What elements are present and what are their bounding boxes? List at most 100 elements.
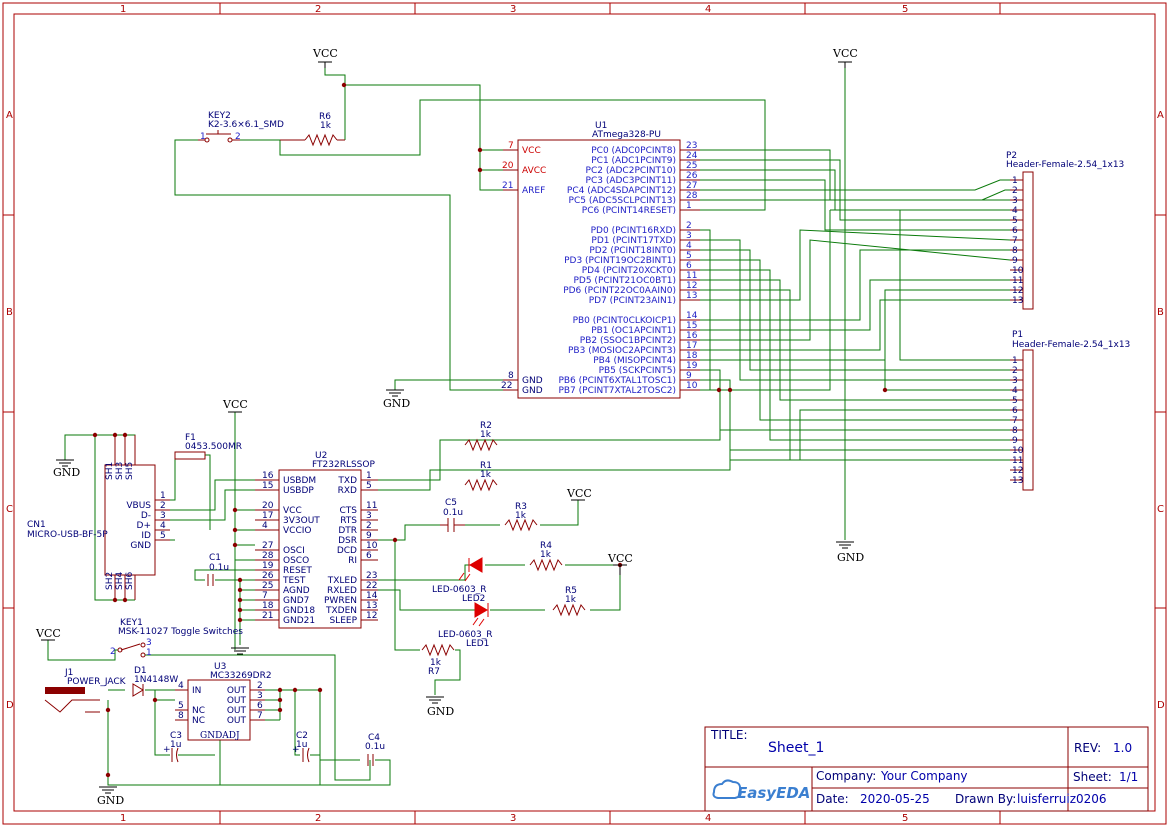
resistor-r4[interactable]: R4 1k <box>529 541 563 572</box>
u1-pin-8-num: 8 <box>508 371 514 381</box>
u3-left-pin-num-4: 4 <box>178 681 184 691</box>
u3-right-pin-num-7: 7 <box>257 711 263 721</box>
diode-d1[interactable]: D1 1N4148W <box>132 666 178 697</box>
capacitor-c1[interactable]: C1 0.1u <box>207 553 229 586</box>
u1-left-pins: 7 VCC 20 AVCC 21 AREF 8 GND 22 GND <box>501 141 546 396</box>
cn1-pin-num-1: 1 <box>160 491 166 501</box>
power-jack-j1[interactable]: J1 POWER_JACK <box>44 668 127 713</box>
resistor-r3[interactable]: R3 1k <box>504 502 538 532</box>
toggle-switch-key1[interactable]: KEY1 MSK-11027 Toggle Switches 2 3 1 <box>110 618 243 658</box>
vcc-label-key1: VCC <box>35 627 61 640</box>
resistor-r2[interactable]: R2 1k <box>464 421 498 452</box>
r1-ref: R1 <box>480 461 492 471</box>
pushbutton-key2[interactable]: KEY2 K2-3.6×6.1_SMD 1 2 <box>198 111 284 143</box>
u1-right-pin-name-12: PD6 (PCINT22OC0AAIN0) <box>563 286 676 296</box>
u2-right-pin-num-5: 5 <box>366 481 372 491</box>
u1-right-pin-num-27: 27 <box>686 181 697 191</box>
row-label-d-left: D <box>6 700 14 711</box>
u2-right-pin-num-10: 10 <box>366 541 378 551</box>
p2-pin-12: 12 <box>1012 286 1023 296</box>
u2-left-pin-num-7: 7 <box>262 591 268 601</box>
key1-pin3: 3 <box>146 638 152 648</box>
p1-ref: P1 <box>1012 330 1023 340</box>
resistor-r1[interactable]: R1 1k <box>464 461 498 492</box>
u1-right-pin-name-1: PC6 (PCINT14RESET) <box>582 206 676 216</box>
resistor-r6[interactable]: R6 1k <box>280 112 345 147</box>
u1-right-pin-num-17: 17 <box>686 341 697 351</box>
key2-pin1: 1 <box>200 132 206 142</box>
u2-right-pin-num-12: 12 <box>366 611 377 621</box>
company-label: Company: <box>816 769 876 783</box>
r5-value: 1k <box>565 595 577 605</box>
col-label-5-top: 5 <box>902 4 908 15</box>
resistor-r5[interactable]: R5 1k <box>552 586 586 617</box>
u2-left-pin-name-15: USBDP <box>283 486 314 496</box>
col-label-4-bottom: 4 <box>705 813 711 824</box>
p2-header[interactable]: P2 Header-Female-2.54_1x13 1234567891011… <box>1006 151 1124 310</box>
vcc-label-r3: VCC <box>566 487 592 500</box>
u2-left-pin-num-15: 15 <box>262 481 273 491</box>
c1-ref: C1 <box>209 553 221 563</box>
fuse-f1[interactable]: F1 0453.500MR <box>174 433 242 460</box>
cn1-sh2: SH2 <box>105 572 115 590</box>
u2-left-pin-name-16: USBDM <box>283 476 316 486</box>
r7-value: 1k <box>430 658 442 668</box>
p1-pin-13: 13 <box>1012 476 1023 486</box>
led-led2[interactable]: LED-0603_R LED2 <box>432 557 487 604</box>
u3-right-pin-name-2: OUT <box>227 686 247 696</box>
u2-left-pin-num-4: 4 <box>262 521 268 531</box>
led2-value: LED-0603_R <box>432 585 487 595</box>
capacitor-c4[interactable]: C4 0.1u <box>365 733 385 766</box>
p2-pin-10: 10 <box>1012 266 1024 276</box>
p2-ref: P2 <box>1006 151 1017 161</box>
u2-left-pin-name-18: GND18 <box>283 606 315 616</box>
u2-right-pin-name-1: TXD <box>337 476 357 486</box>
u3-gndadj: GNDADJ <box>200 731 240 741</box>
u2-right-pin-num-2: 2 <box>366 521 372 531</box>
u1-atmega328[interactable]: U1 ATmega328-PU 7 VCC 20 AVCC 21 AREF 8 … <box>501 121 700 399</box>
d1-ref: D1 <box>134 666 147 676</box>
u2-left-pin-name-28: OSCO <box>283 556 309 566</box>
u2-right-pin-name-11: CTS <box>340 506 358 516</box>
u1-right-pin-num-23: 23 <box>686 141 697 151</box>
u2-left-pin-num-16: 16 <box>262 471 274 481</box>
capacitor-c3[interactable]: + C3 1u <box>163 731 182 763</box>
u1-right-pin-num-16: 16 <box>686 331 698 341</box>
u2-right-pin-num-11: 11 <box>366 501 377 511</box>
company-value: Your Company <box>880 769 968 783</box>
c4-value: 0.1u <box>365 742 385 752</box>
u1-pin-21-num: 21 <box>502 181 513 191</box>
capacitor-c2[interactable]: + C2 1u <box>292 731 310 763</box>
u2-right-pin-name-2: DTR <box>338 526 357 536</box>
gnd-symbol-power: GND <box>97 786 124 807</box>
cn1-pin-name-4: ID <box>141 531 151 541</box>
p1-header[interactable]: P1 Header-Female-2.54_1x13 1234567891011… <box>1010 330 1130 491</box>
u1-right-pin-name-2: PD0 (PCINT16RXD) <box>591 226 676 236</box>
led2-ref: LED2 <box>462 594 485 604</box>
u2-right-pin-name-23: TXLED <box>327 576 357 586</box>
u1-right-pin-num-6: 6 <box>686 261 692 271</box>
capacitor-c5[interactable]: C5 0.1u <box>440 498 465 532</box>
col-label-3-bottom: 3 <box>510 813 516 824</box>
row-label-d-right: D <box>1157 700 1165 711</box>
u1-right-pin-name-11: PD5 (PCINT21OC0BT1) <box>573 276 676 286</box>
u3-right-pin-num-3: 3 <box>257 691 263 701</box>
title-value: Sheet_1 <box>768 740 824 756</box>
p1-pin-12: 12 <box>1012 466 1023 476</box>
resistor-r7[interactable]: 1k R7 <box>421 643 455 677</box>
u1-right-pin-num-18: 18 <box>686 351 698 361</box>
u1-pin-8-name: GND <box>522 376 543 386</box>
u1-right-pin-num-12: 12 <box>686 281 697 291</box>
u1-right-pin-name-15: PB1 (OC1APCINT1) <box>591 326 676 336</box>
led-led1[interactable]: LED-0603_R LED1 <box>438 602 493 649</box>
u2-value: FT232RLSSOP <box>312 460 375 470</box>
title-label: TITLE: <box>710 728 748 742</box>
vcc-symbol-key1: VCC <box>35 627 61 641</box>
u3-right-pin-name-7: OUT <box>227 716 247 726</box>
u2-right-pin-num-13: 13 <box>366 601 377 611</box>
gnd-label-u1: GND <box>383 397 410 410</box>
